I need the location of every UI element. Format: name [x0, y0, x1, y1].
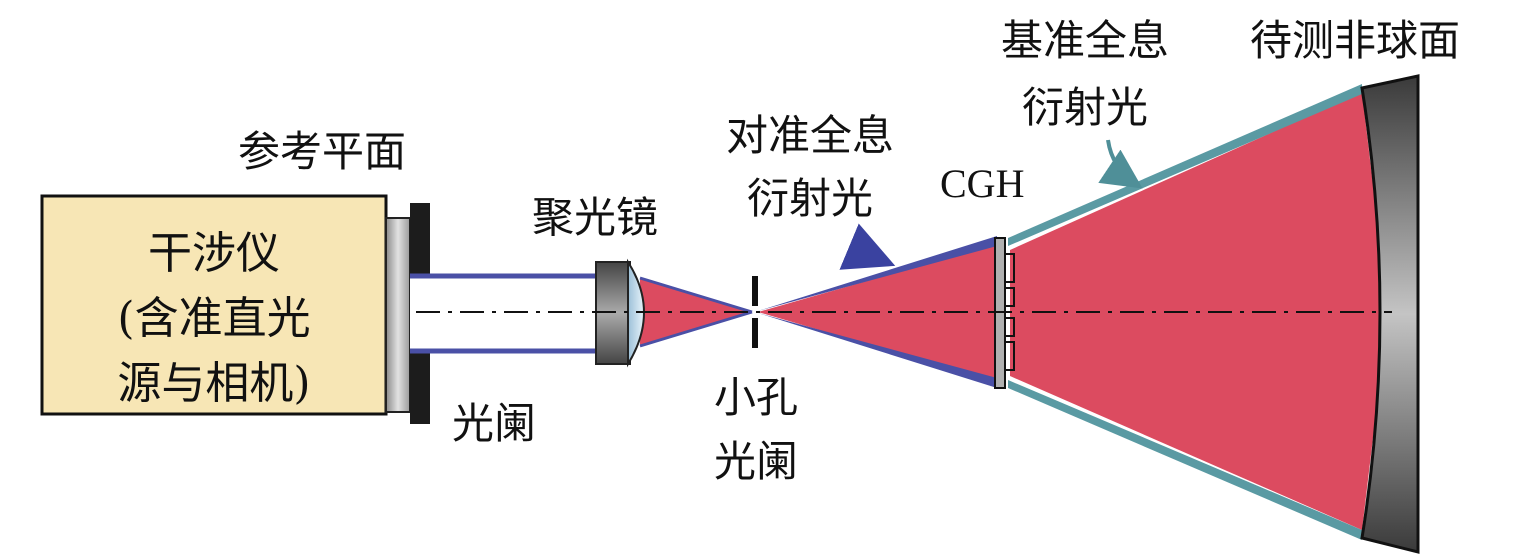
- asphere-label: 待测非球面: [1250, 16, 1460, 65]
- interferometer-label-line-1: 干涉仪: [148, 228, 280, 279]
- reference-diffraction-bottom: [1008, 380, 1362, 540]
- cgh-pattern-3: [1004, 317, 1015, 337]
- pinhole-label-line-2: 光阑: [714, 437, 798, 486]
- alignment-cgh-label-line-2: 衍射光: [747, 174, 873, 223]
- reference-arrow: [1098, 139, 1143, 189]
- alignment-arrow: [839, 223, 896, 270]
- reference-flat-label: 参考平面: [238, 127, 406, 176]
- reference-cgh-label-line-1: 基准全息: [1001, 16, 1169, 65]
- interferometer-box: [40, 194, 388, 416]
- reference-flat-mount-top: [410, 203, 430, 275]
- condenser-label: 聚光镜: [532, 193, 658, 242]
- pinhole-label-line-1: 小孔: [714, 373, 798, 422]
- aperture-stop-label: 光阑: [452, 399, 536, 448]
- collimated-beam: [410, 276, 600, 351]
- asphere-mirror: [1360, 74, 1420, 554]
- cgh-pattern-4: [1004, 341, 1015, 371]
- alignment-diffraction-bottom: [758, 313, 997, 388]
- alignment-diffraction-top: [758, 236, 997, 311]
- interferometer-label-line-2: (含准直光: [117, 293, 310, 344]
- focusing-beam-bottom-edge: [639, 310, 753, 348]
- reference-diffraction-top: [1008, 84, 1362, 246]
- cgh-label: CGH: [940, 161, 1024, 206]
- interferometer-label-line-3: 源与相机): [117, 358, 310, 409]
- reference-cgh-label-line-2: 衍射光: [1022, 83, 1148, 132]
- cgh-pattern-2: [1004, 287, 1015, 307]
- focusing-beam-top-edge: [639, 276, 753, 314]
- reference-flat-plate: [385, 217, 411, 413]
- cgh-pattern-1: [1004, 253, 1015, 283]
- alignment-cgh-label-line-1: 对准全息: [726, 111, 894, 160]
- reference-flat-mount-bottom: [410, 352, 430, 424]
- condenser-lens-glass: [627, 258, 645, 368]
